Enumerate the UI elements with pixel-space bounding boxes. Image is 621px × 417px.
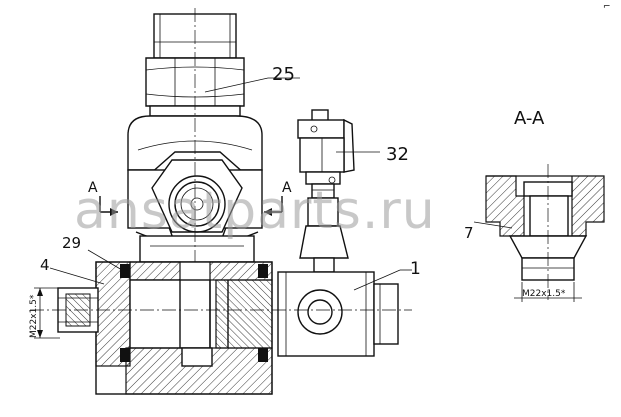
sensor-32	[297, 109, 355, 273]
section-marker-left: A	[88, 180, 118, 216]
corner-mark: ⌐	[603, 2, 611, 12]
callout-29: 29	[62, 234, 81, 252]
section-marker-right: A	[264, 180, 292, 216]
callout-32: 32	[386, 144, 409, 165]
section-aa-detail: A-A M22x1.5*	[485, 108, 605, 302]
svg-text:A: A	[282, 180, 292, 196]
watermark: ansatparts.ru	[74, 181, 436, 241]
section-title: A-A	[514, 108, 545, 129]
svg-text:M22x1.5*: M22x1.5*	[29, 294, 39, 338]
callouts: 25 32 29 4 1 7	[40, 64, 513, 291]
callout-25: 25	[272, 64, 295, 85]
lower-section-body	[95, 261, 273, 395]
thread-dim-detail: M22x1.5*	[522, 289, 566, 299]
fitting-body-1	[277, 271, 399, 357]
callout-1: 1	[410, 259, 421, 279]
callout-4: 4	[40, 256, 50, 274]
callout-7: 7	[464, 224, 474, 242]
thread-dim-main: M22x1.5*	[29, 287, 60, 339]
svg-text:A: A	[88, 180, 98, 196]
